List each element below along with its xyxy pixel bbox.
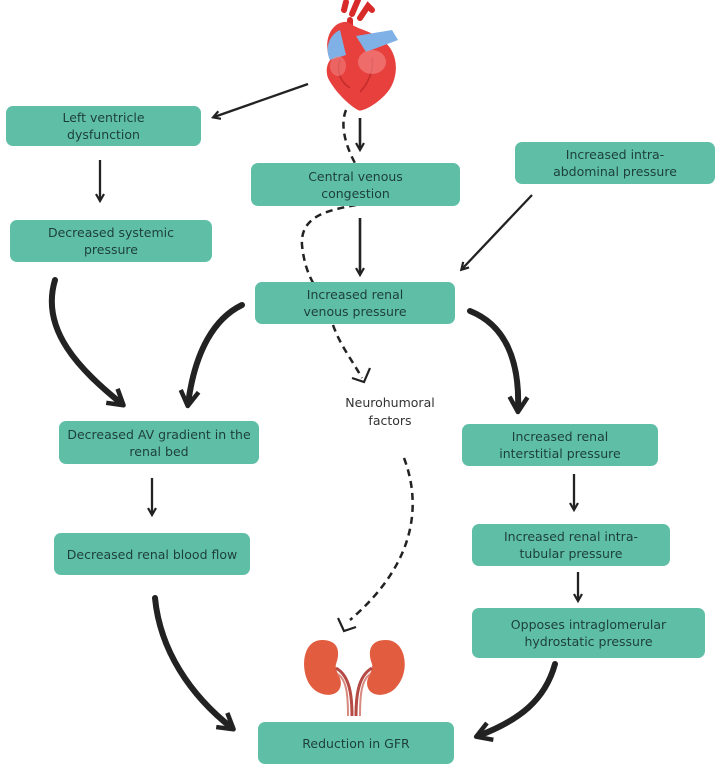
dashed-arrowhead-neurohumoral xyxy=(351,367,372,384)
node-renal-venous: Increased renal venous pressure xyxy=(255,282,455,324)
node-intra-abdominal-label: Increased intra-abdominal pressure xyxy=(553,147,677,179)
node-decreased-systemic: Decreased systemic pressure xyxy=(10,220,212,262)
node-renal-blood-flow: Decreased renal blood flow xyxy=(54,533,250,575)
dashed-arrow-heart-to-neurohumoral xyxy=(300,109,364,379)
arrow-heart-to-lv xyxy=(214,82,309,117)
node-central-venous-label: Central venous congestion xyxy=(308,168,403,201)
node-neurohumoral-label: Neurohumoral factors xyxy=(345,395,435,428)
node-neurohumoral: Neurohumoral factors xyxy=(330,394,450,430)
node-opposes: Opposes intraglomerular hydrostatic pres… xyxy=(472,608,705,658)
node-lv-dysfunction: Left ventricle dysfunction xyxy=(6,106,201,146)
node-gfr-label: Reduction in GFR xyxy=(302,735,410,751)
node-renal-blood-flow-label: Decreased renal blood flow xyxy=(66,546,238,562)
arrow-blood-flow-to-gfr xyxy=(152,595,236,732)
arrow-opposes-to-gfr xyxy=(473,661,558,742)
arrow-abdominal-to-renal-venous xyxy=(462,194,533,269)
node-decreased-systemic-label: Decreased systemic pressure xyxy=(47,225,175,257)
node-gfr: Reduction in GFR xyxy=(258,722,454,764)
node-interstitial-label: Increased renal interstitial pressure xyxy=(499,429,621,461)
arrow-systemic-to-av xyxy=(48,277,126,408)
node-opposes-label: Opposes intraglomerular hydrostatic pres… xyxy=(510,617,667,649)
dashed-arrowhead-kidneys xyxy=(337,617,357,633)
node-intratubular: Increased renal intra-tubular pressure xyxy=(472,524,670,566)
node-av-gradient: Decreased AV gradient in the renal bed xyxy=(59,421,259,464)
node-interstitial: Increased renal interstitial pressure xyxy=(462,424,658,466)
node-intratubular-label: Increased renal intra-tubular pressure xyxy=(504,529,638,561)
node-av-gradient-label: Decreased AV gradient in the renal bed xyxy=(67,426,251,459)
node-renal-venous-label: Increased renal venous pressure xyxy=(303,287,407,319)
arrow-renal-venous-to-av xyxy=(178,302,245,409)
node-lv-dysfunction-label: Left ventricle dysfunction xyxy=(62,110,145,142)
node-central-venous: Central venous congestion xyxy=(251,163,460,206)
node-intra-abdominal: Increased intra-abdominal pressure xyxy=(515,142,715,184)
dashed-arrow-neurohumoral-to-kidneys xyxy=(349,457,414,621)
arrow-renal-venous-to-interstitial xyxy=(467,308,530,415)
